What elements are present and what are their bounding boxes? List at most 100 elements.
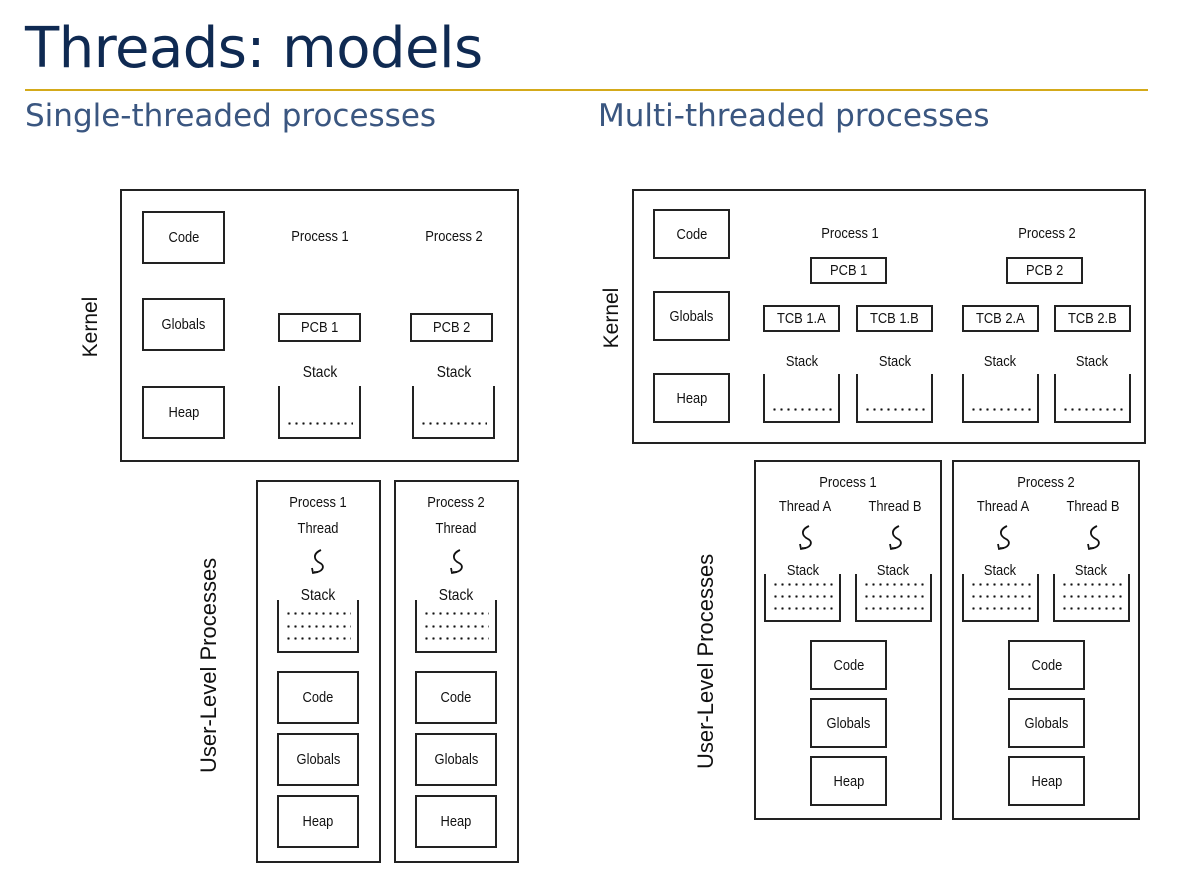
stack-frame-dots — [864, 408, 925, 411]
user-stack-1 — [277, 600, 359, 653]
stack-frame-dots — [423, 612, 489, 615]
slide-title: Threads: models — [25, 16, 483, 81]
kernel-stack-1b-label: Stack — [878, 353, 912, 370]
kernel-heap-segment: Heap — [653, 373, 730, 423]
user-process-1-label: Process 1 — [819, 474, 877, 491]
stack-frame-dots — [970, 583, 1031, 586]
user-2-code-segment: Code — [1008, 640, 1085, 690]
user-1-heap-segment: Heap — [810, 756, 887, 806]
kernel-side-label: Kernel — [79, 296, 102, 358]
user-process-1-thread-label: Thread — [297, 520, 339, 537]
user-level-side-label: User-Level Processes — [196, 557, 221, 773]
kernel-process-1-label: Process 1 — [291, 228, 349, 245]
thread-arrow-icon — [311, 549, 324, 575]
user-1-globals-segment: Globals — [810, 698, 887, 748]
stack-frame-dots — [285, 625, 351, 628]
user-level-side-label: User-Level Processes — [693, 553, 718, 769]
stack-frame-dots — [863, 595, 924, 598]
tcb-1b: TCB 1.B — [856, 305, 933, 332]
thread-b-label: Thread B — [868, 498, 922, 515]
user-stack-2 — [415, 600, 497, 653]
user-1-code-segment: Code — [810, 640, 887, 690]
thread-a-label: Thread A — [778, 498, 832, 515]
kernel-stack-1a — [763, 374, 840, 423]
user-stack-2a-label: Stack — [983, 562, 1017, 579]
tcb-2b: TCB 2.B — [1054, 305, 1131, 332]
kernel-code-segment: Code — [653, 209, 730, 259]
stack-frame-dots — [285, 612, 351, 615]
stack-frame-dots — [970, 595, 1031, 598]
stack-frame-dots — [1062, 408, 1123, 411]
kernel-globals-segment: Globals — [142, 298, 225, 351]
user-stack-1a — [764, 574, 841, 622]
user-stack-2b-label: Stack — [1074, 562, 1108, 579]
kernel-process-2-label: Process 2 — [425, 228, 483, 245]
user-stack-1b-label: Stack — [876, 562, 910, 579]
user-stack-2a — [962, 574, 1039, 622]
user-stack-1b — [855, 574, 932, 622]
user-stack-1-label: Stack — [300, 587, 336, 604]
stack-frame-dots — [1061, 583, 1122, 586]
stack-frame-dots — [863, 583, 924, 586]
user-process-2-label: Process 2 — [1017, 474, 1075, 491]
title-divider — [25, 89, 1148, 91]
thread-arrow-icon — [1087, 525, 1100, 551]
thread-arrow-icon — [889, 525, 902, 551]
kernel-stack-1 — [278, 386, 361, 439]
user-2-heap-segment: Heap — [415, 795, 497, 848]
stack-frame-dots — [423, 637, 489, 640]
user-1-heap-segment: Heap — [277, 795, 359, 848]
kernel-code-segment: Code — [142, 211, 225, 264]
thread-b-label: Thread B — [1066, 498, 1120, 515]
user-process-1-box — [754, 460, 942, 820]
pcb-1: PCB 1 — [278, 313, 361, 342]
stack-frame-dots — [772, 607, 833, 610]
tcb-1a: TCB 1.A — [763, 305, 840, 332]
pcb-2: PCB 2 — [410, 313, 493, 342]
kernel-stack-2a — [962, 374, 1039, 423]
user-1-code-segment: Code — [277, 671, 359, 724]
user-stack-2-label: Stack — [438, 587, 474, 604]
stack-frame-dots — [771, 408, 832, 411]
kernel-stack-1a-label: Stack — [785, 353, 819, 370]
user-process-1-box — [256, 480, 381, 863]
user-2-globals-segment: Globals — [415, 733, 497, 786]
kernel-process-1-label: Process 1 — [821, 225, 879, 242]
user-process-1-label: Process 1 — [289, 494, 347, 511]
user-2-code-segment: Code — [415, 671, 497, 724]
user-stack-1a-label: Stack — [786, 562, 820, 579]
kernel-globals-segment: Globals — [653, 291, 730, 341]
kernel-stack-2 — [412, 386, 495, 439]
kernel-heap-segment: Heap — [142, 386, 225, 439]
stack-frame-dots — [285, 637, 351, 640]
single-threaded-heading: Single-threaded processes — [25, 98, 437, 134]
stack-frame-dots — [970, 408, 1031, 411]
stack-frame-dots — [1061, 607, 1122, 610]
pcb-1: PCB 1 — [810, 257, 887, 284]
thread-arrow-icon — [997, 525, 1010, 551]
stack-frame-dots — [420, 422, 487, 425]
user-1-globals-segment: Globals — [277, 733, 359, 786]
stack-frame-dots — [423, 625, 489, 628]
tcb-2a: TCB 2.A — [962, 305, 1039, 332]
kernel-stack-1-label: Stack — [302, 364, 338, 381]
kernel-box — [632, 189, 1146, 444]
user-process-2-label: Process 2 — [427, 494, 485, 511]
kernel-box — [120, 189, 519, 462]
user-2-heap-segment: Heap — [1008, 756, 1085, 806]
kernel-stack-2b-label: Stack — [1075, 353, 1109, 370]
user-2-globals-segment: Globals — [1008, 698, 1085, 748]
thread-arrow-icon — [799, 525, 812, 551]
kernel-process-2-label: Process 2 — [1018, 225, 1076, 242]
thread-arrow-icon — [450, 549, 463, 575]
user-process-2-box — [394, 480, 519, 863]
user-process-2-box — [952, 460, 1140, 820]
kernel-stack-1b — [856, 374, 933, 423]
kernel-stack-2a-label: Stack — [983, 353, 1017, 370]
stack-frame-dots — [970, 607, 1031, 610]
pcb-2: PCB 2 — [1006, 257, 1083, 284]
thread-a-label: Thread A — [976, 498, 1030, 515]
multi-threaded-heading: Multi-threaded processes — [598, 98, 990, 134]
stack-frame-dots — [772, 583, 833, 586]
user-process-2-thread-label: Thread — [435, 520, 477, 537]
